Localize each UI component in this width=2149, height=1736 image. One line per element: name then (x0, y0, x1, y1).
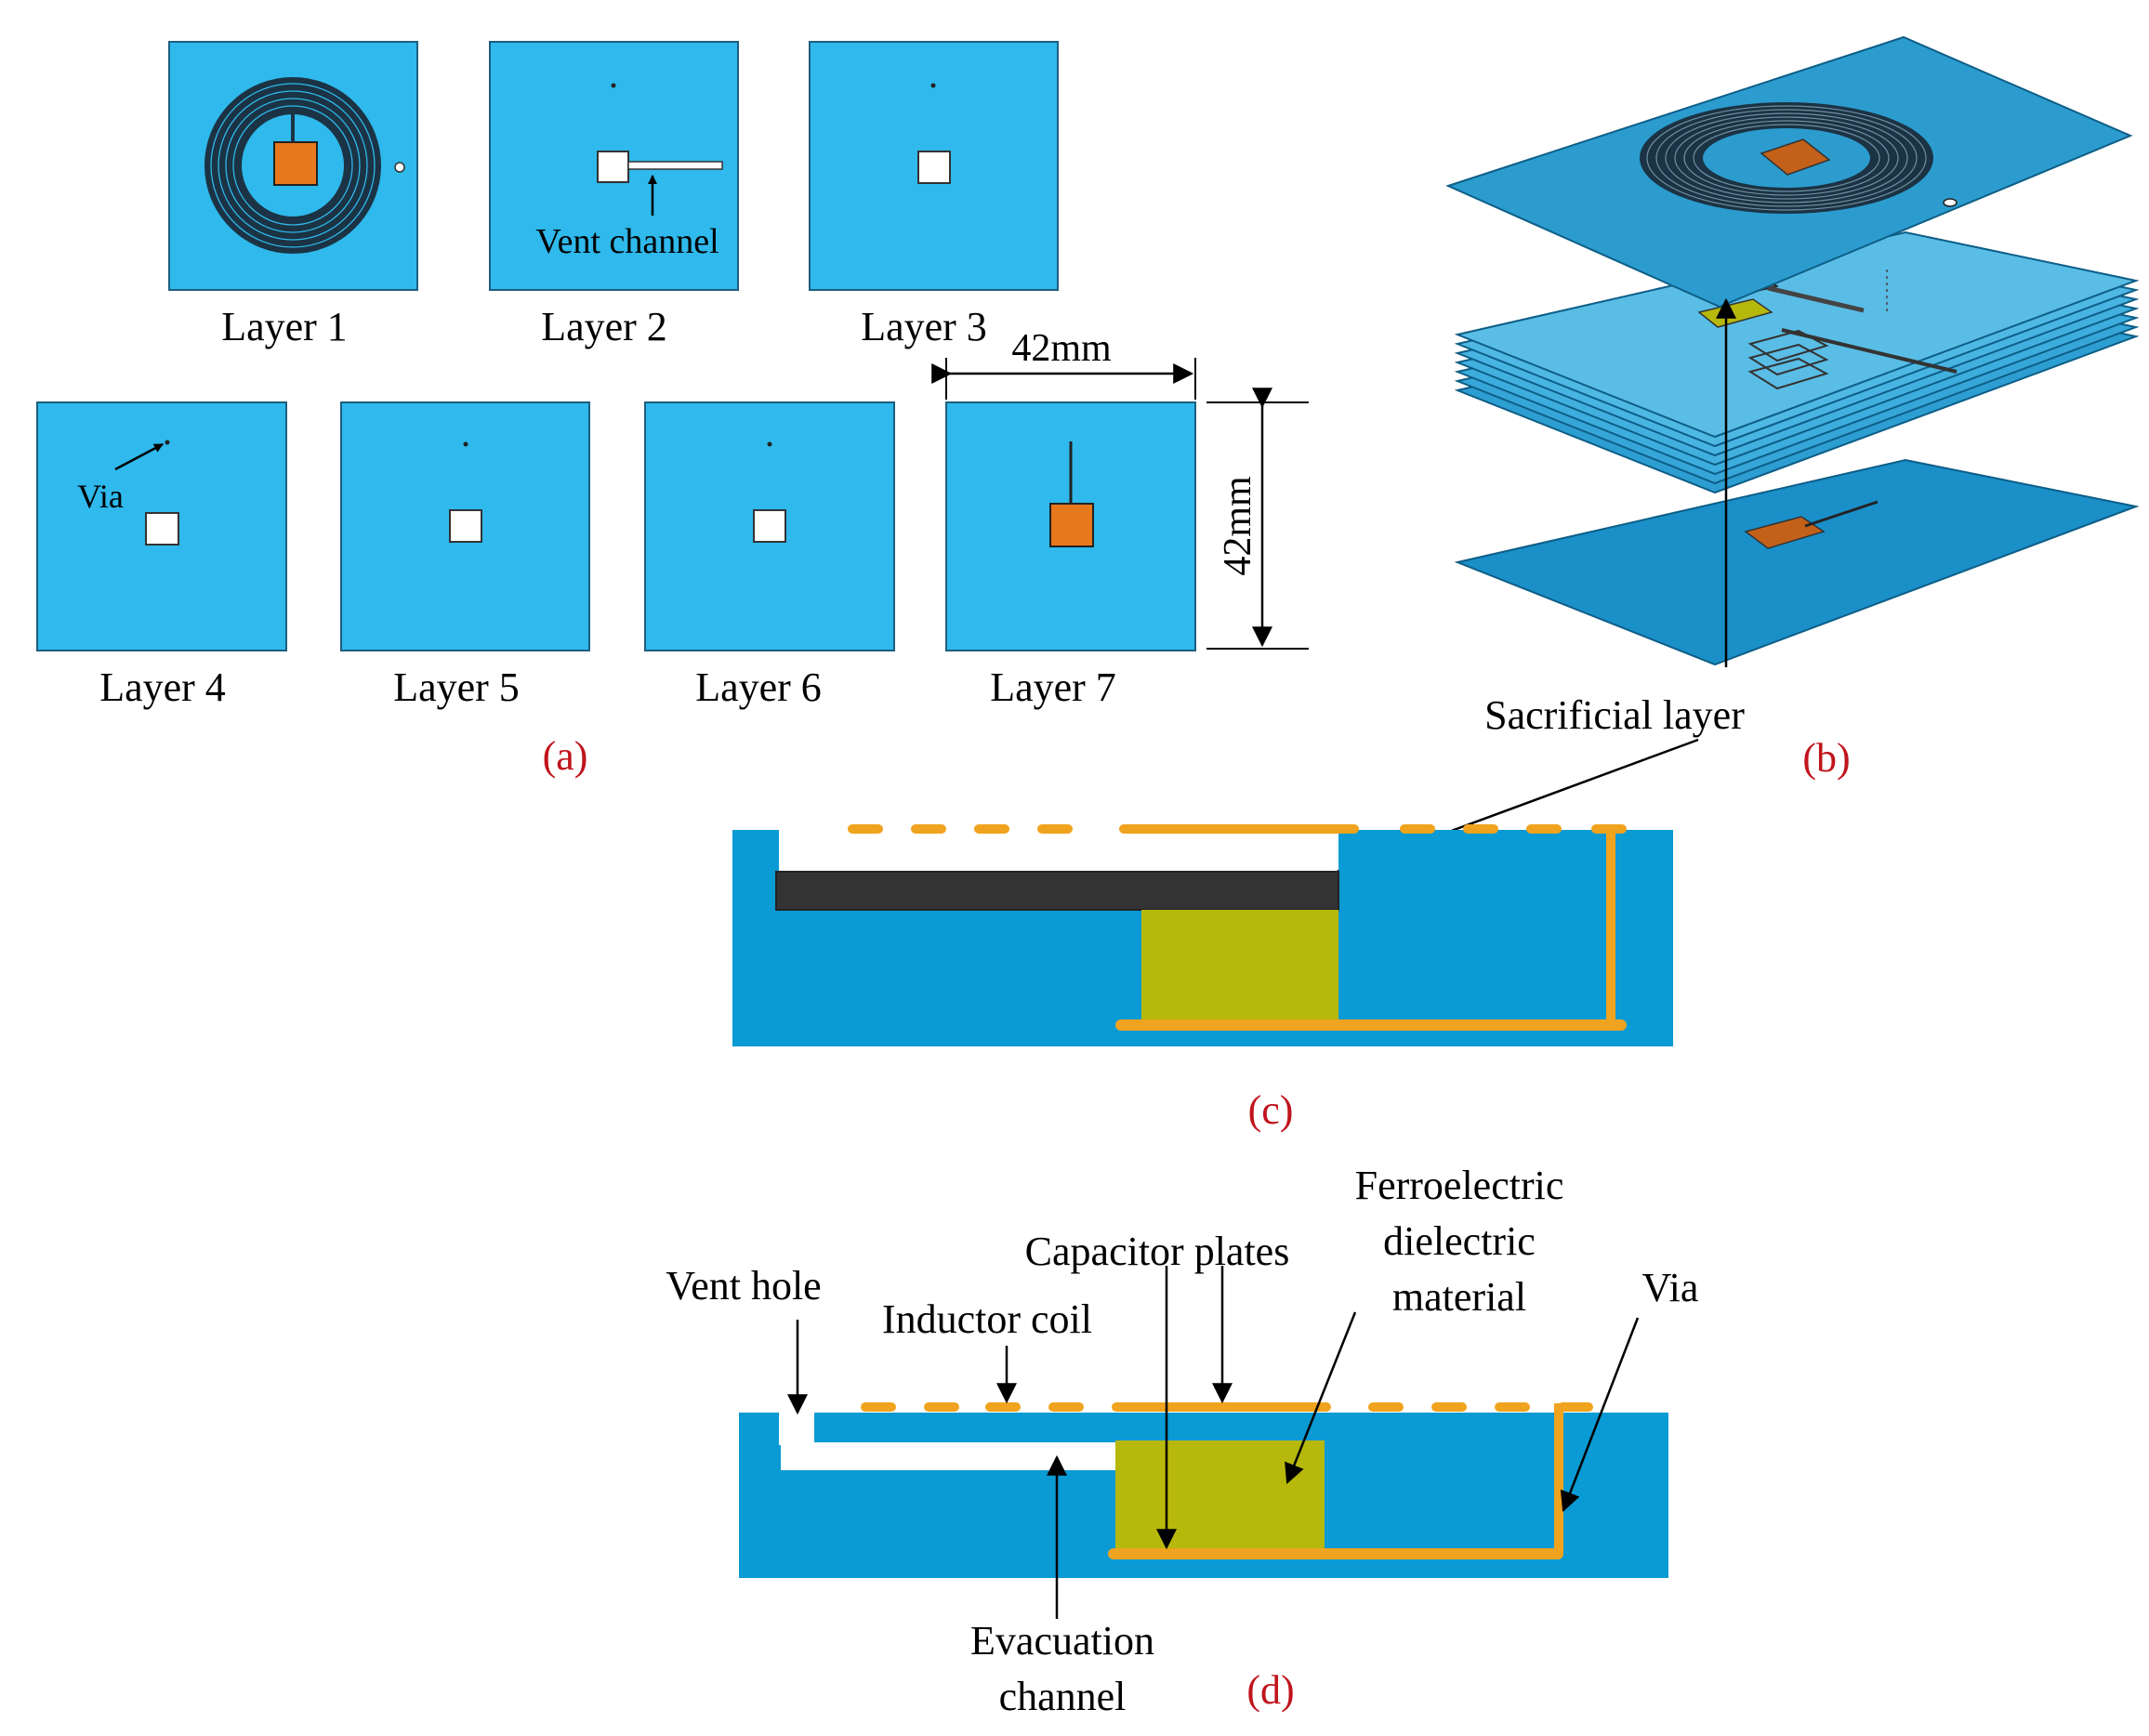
layer-7-tile (945, 401, 1196, 651)
layer-5-label: Layer 5 (393, 664, 520, 710)
layer-4-label: Layer 4 (99, 664, 226, 710)
ferroelectric-d (1115, 1440, 1325, 1554)
evacuation-label-line1: Evacuation (970, 1618, 1154, 1664)
panel-c-cross-section: (c) (732, 824, 1673, 1133)
caption-a: (a) (543, 733, 588, 779)
capacitor-plate-top (273, 141, 318, 186)
ferroelectric-c (1141, 910, 1338, 1022)
layer-1-tile (168, 41, 418, 291)
layer-7-label: Layer 7 (990, 664, 1116, 710)
capacitor-plate-bottom (1049, 503, 1094, 547)
ferroelectric-label-line2: dielectric (1383, 1218, 1536, 1264)
via-label-a: Via (77, 478, 124, 515)
panel-a: Layer 1 Vent channel Layer 2 Layer 3 Via… (36, 41, 1309, 779)
inductor-coil-label: Inductor coil (882, 1296, 1092, 1342)
width-dimension-label: 42mm (1011, 327, 1112, 370)
via-d (1554, 1403, 1563, 1552)
middle-layer-stack (1454, 230, 2140, 494)
layer-4-tile (36, 401, 287, 651)
capacitor-plates-label: Capacitor plates (1025, 1229, 1290, 1274)
evacuation-label-line2: channel (999, 1674, 1127, 1719)
layer-3-tile (809, 41, 1059, 291)
sacrificial-layer-block (775, 871, 1339, 911)
layer-3-label: Layer 3 (861, 304, 987, 349)
layer-5-tile (340, 401, 590, 651)
layer-2-label: Layer 2 (541, 304, 667, 349)
panel-b-exploded-view: Sacrificial layer (b) (1333, 35, 2140, 877)
layer-1-label: Layer 1 (221, 304, 348, 349)
caption-b: (b) (1802, 735, 1850, 781)
bottom-plate-d (1108, 1548, 1563, 1559)
bottom-capacitor-plate (1744, 516, 1826, 549)
caption-d: (d) (1246, 1667, 1294, 1713)
panel-d-cross-section: Vent hole Inductor coil Capacitor plates… (666, 1163, 1698, 1719)
caption-c: (c) (1248, 1087, 1294, 1133)
ferroelectric-label-line1: Ferroelectric (1355, 1163, 1564, 1208)
layer-6-label: Layer 6 (695, 664, 822, 710)
dimension-lines (931, 358, 1309, 650)
height-dimension-label: 42mm (1217, 476, 1259, 576)
inductor-coil-d (861, 1402, 1593, 1412)
inductor-coil-c (848, 824, 1627, 834)
top-capacitor-plate (1760, 138, 1831, 176)
sacrificial-layer-label: Sacrificial layer (1484, 692, 1745, 738)
ferroelectric-label-line3: material (1392, 1274, 1526, 1320)
bottom-plate-c (1115, 1019, 1627, 1031)
layer-6-tile (644, 401, 895, 651)
inductor-coil-spiral (204, 77, 381, 254)
bottom-layer (1454, 458, 2140, 666)
via-c (1606, 827, 1615, 1027)
vent-channel-label: Vent channel (535, 222, 719, 261)
via-label-d: Via (1642, 1265, 1699, 1310)
evacuation-channel (781, 1413, 1115, 1470)
layer-2-tile (489, 41, 739, 291)
vent-channel (627, 161, 723, 170)
vent-hole-label: Vent hole (666, 1263, 821, 1309)
via-hole (394, 162, 405, 173)
